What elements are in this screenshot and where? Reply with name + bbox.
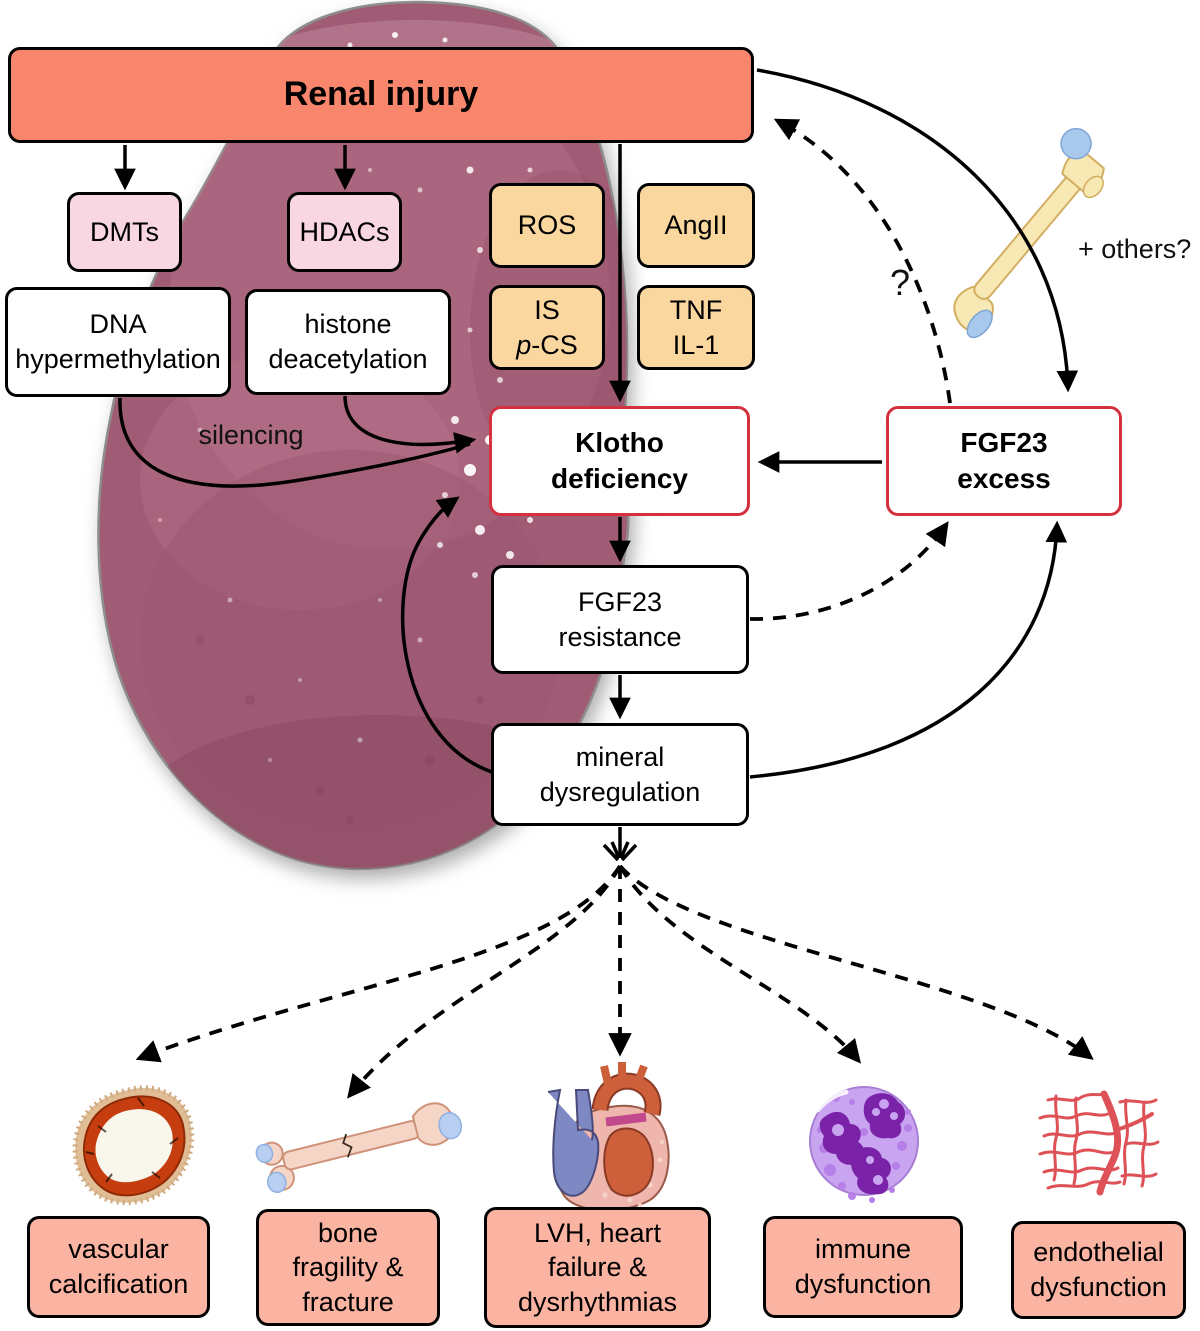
outcome-vascular-calcification: vascular calcification bbox=[27, 1216, 210, 1318]
node-renal-injury: Renal injury bbox=[8, 47, 754, 143]
capillary-network-icon bbox=[1038, 1090, 1160, 1196]
outcome-lvh-heart-failure: LVH, heart failure & dysrhythmias bbox=[484, 1207, 711, 1328]
node-histone-deacetylation: histone deacetylation bbox=[245, 289, 451, 395]
node-klotho-deficiency: Klotho deficiency bbox=[489, 406, 750, 516]
outcome-immune-dysfunction: immune dysfunction bbox=[763, 1216, 963, 1318]
node-fgf23-resistance: FGF23 resistance bbox=[491, 565, 749, 674]
outcome-bone-fragility: bone fragility & fracture bbox=[256, 1209, 440, 1326]
solid-arrows bbox=[114, 68, 1079, 862]
heart-icon bbox=[547, 1062, 670, 1212]
calcified-artery-icon bbox=[72, 1085, 195, 1206]
node-dna-hypermethylation: DNA hypermethylation bbox=[5, 287, 231, 397]
outcome-endothelial-dysfunction: endothelial dysfunction bbox=[1011, 1221, 1186, 1319]
node-tnf-il1: TNF IL-1 bbox=[637, 285, 755, 370]
node-fgf23-excess: FGF23 excess bbox=[886, 406, 1122, 516]
neutrophil-cell-icon bbox=[809, 1086, 919, 1203]
node-ros: ROS bbox=[489, 183, 605, 268]
question-mark-label: ? bbox=[889, 262, 911, 303]
node-hdacs: HDACs bbox=[287, 192, 402, 272]
dashed-arrows bbox=[135, 118, 1094, 1099]
plus-others-label: + others? bbox=[1078, 234, 1192, 264]
silencing-label: silencing bbox=[198, 420, 304, 450]
node-mineral-dysregulation: mineral dysregulation bbox=[491, 723, 749, 826]
fractured-bone-icon bbox=[255, 1102, 463, 1193]
renal-injury-label: Renal injury bbox=[283, 75, 479, 114]
femur-bone-icon bbox=[953, 127, 1105, 339]
node-angii: AngII bbox=[637, 183, 755, 268]
node-dmts: DMTs bbox=[67, 192, 182, 272]
